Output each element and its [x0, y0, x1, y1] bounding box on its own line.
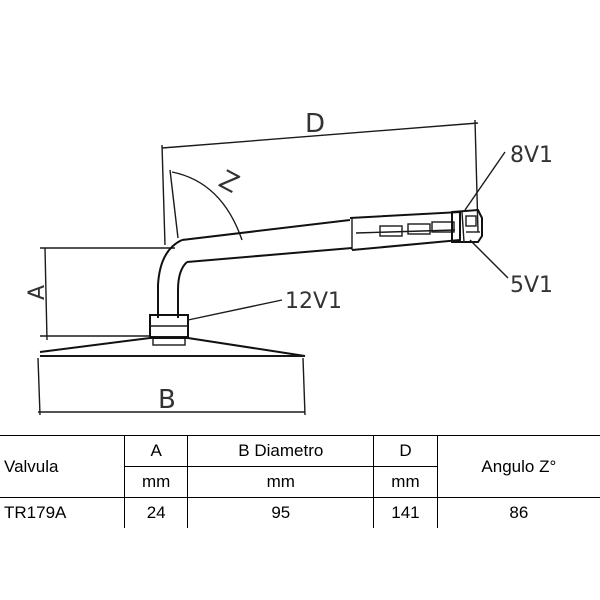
cell-valvula: TR179A [0, 497, 125, 528]
header-d: D [373, 435, 438, 467]
callout-5v1: 5V1 [469, 239, 553, 298]
dimension-d: D [161, 109, 479, 246]
unit-a: mm [123, 466, 188, 498]
label-5v1: 5V1 [510, 273, 553, 298]
spec-table: Valvula A B Diametro D Angulo Z° mm mm m… [0, 435, 600, 528]
cell-b: 95 [187, 497, 374, 528]
label-12v1: 12V1 [285, 289, 342, 314]
label-d: D [305, 109, 325, 139]
header-valvula: Valvula [0, 435, 125, 498]
label-b: B [158, 385, 176, 415]
header-a: A [123, 435, 188, 467]
cell-angulo: 86 [436, 497, 600, 528]
cell-a: 24 [123, 497, 188, 528]
valve-stem [39, 208, 483, 357]
table-row: TR179A 24 95 141 86 [0, 497, 600, 528]
label-8v1: 8V1 [510, 143, 553, 168]
cell-d: 141 [373, 497, 438, 528]
unit-d: mm [373, 466, 438, 498]
label-z: Z [214, 165, 244, 200]
spec-header-row: Valvula A B Diametro D Angulo Z° [0, 435, 600, 498]
dimension-z: Z [169, 165, 244, 241]
label-a: A [25, 285, 50, 300]
header-b: B Diametro [187, 435, 374, 467]
header-angulo: Angulo Z° [436, 435, 600, 498]
spec-units-row: mm mm mm [0, 466, 600, 498]
unit-b: mm [187, 466, 374, 498]
dimension-b: B [37, 357, 306, 416]
valve-drawing: D Z A [25, 109, 553, 416]
dimension-a: A [25, 247, 175, 341]
callout-12v1: 12V1 [187, 289, 342, 321]
callout-8v1: 8V1 [464, 143, 553, 211]
